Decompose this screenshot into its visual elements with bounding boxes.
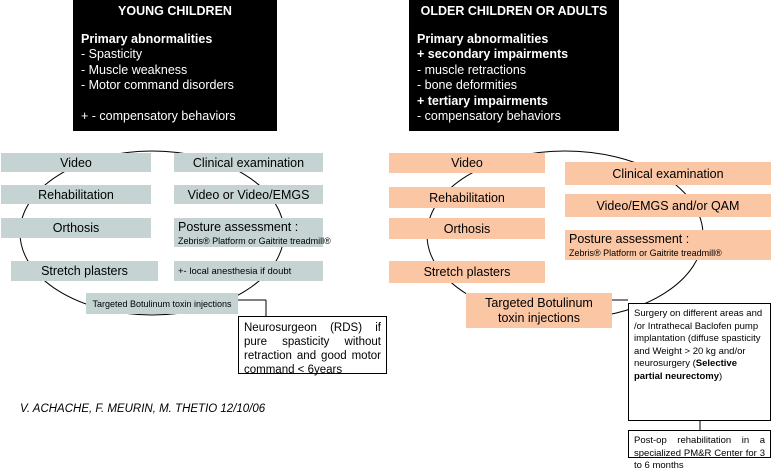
young-children-header: YOUNG CHILDREN Primary abnormalities - S…	[73, 0, 277, 131]
header-title: OLDER CHILDREN OR ADULTS	[420, 4, 608, 18]
header-item: - Motor command disorders	[81, 78, 234, 92]
author-credit: V. ACHACHE, F. MEURIN, M. THETIO 12/10/0…	[20, 403, 266, 415]
postop-box: Post-op rehabilitation in a specialized …	[628, 430, 771, 471]
header-item: - Spasticity	[81, 47, 143, 61]
surgery-text: Surgery on different areas and /or Intra…	[634, 308, 763, 369]
tertiary-impairments-label: + tertiary impairments	[417, 93, 548, 108]
left-anesthesia-box: +- local anesthesia if doubt	[174, 261, 323, 281]
left-video-box: Video	[1, 153, 151, 172]
neurosurgeon-box: Neurosurgeon (RDS) if pure spasticity wi…	[238, 316, 387, 376]
header-item: - muscle retractions	[417, 62, 527, 77]
posture-detail: Zebris® Platform or Gaitrite treadmill®	[569, 248, 722, 258]
header-item: - Muscle weakness	[81, 62, 188, 77]
left-botulinum-box: Targeted Botulinum toxin injections	[86, 293, 238, 314]
left-rehabilitation-box: Rehabilitation	[1, 185, 151, 204]
posture-detail: Zebris® Platform or Gaitrite treadmill®	[178, 235, 331, 246]
header-item: - compensatory behaviors	[417, 109, 561, 123]
left-orthosis-box: Orthosis	[1, 218, 151, 238]
surgery-box: Surgery on different areas and /or Intra…	[628, 303, 771, 421]
left-stretch-plasters-box: Stretch plasters	[11, 261, 158, 281]
header-item: - bone deformities	[417, 78, 518, 92]
older-children-header: OLDER CHILDREN OR ADULTS Primary abnorma…	[409, 0, 619, 131]
compensatory-label: + - compensatory behaviors	[81, 108, 236, 123]
secondary-impairments-label: + secondary impairments	[417, 47, 569, 61]
right-video-emgs-qam-box: Video/EMGS and/or QAM	[565, 194, 771, 217]
right-stretch-plasters-box: Stretch plasters	[389, 261, 545, 283]
right-posture-box: Posture assessment : Zebris® Platform or…	[565, 230, 771, 260]
right-clinical-exam-box: Clinical examination	[565, 162, 771, 185]
surgery-end: )	[719, 370, 723, 382]
left-posture-box: Posture assessment : Zebris® Platform or…	[174, 218, 331, 247]
posture-title: Posture assessment :	[178, 219, 299, 234]
right-orthosis-box: Orthosis	[389, 218, 545, 239]
header-title: YOUNG CHILDREN	[118, 4, 232, 18]
botulinum-line: toxin injections	[498, 310, 580, 325]
right-botulinum-box: Targeted Botulinum toxin injections	[466, 293, 612, 328]
posture-title: Posture assessment :	[569, 232, 690, 246]
right-video-box: Video	[389, 153, 545, 173]
right-rehabilitation-box: Rehabilitation	[389, 187, 545, 208]
botulinum-line: Targeted Botulinum	[485, 295, 593, 310]
left-video-emgs-box: Video or Video/EMGS	[174, 185, 323, 204]
surgery-bold-text: Selective partial neurectomy	[634, 358, 737, 382]
left-clinical-exam-box: Clinical examination	[174, 153, 323, 172]
primary-abnormalities-label: Primary abnormalities	[417, 31, 549, 46]
primary-abnormalities-label: Primary abnormalities	[81, 31, 213, 46]
